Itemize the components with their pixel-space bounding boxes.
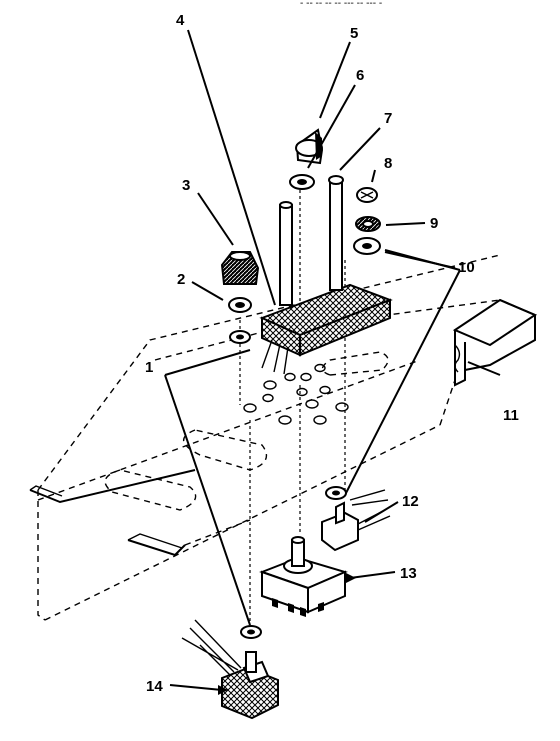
header-fragment: - -- -- -- -- --- -- --- - — [300, 0, 382, 9]
knob-part-3 — [220, 251, 260, 285]
panel-bracket-part-11 — [452, 298, 538, 387]
callout-11: 11 — [503, 407, 519, 424]
callout-4: 4 — [176, 12, 185, 29]
rotary-switch-part-13 — [259, 536, 348, 617]
switch-part-12 — [321, 486, 391, 552]
element-plate-part-4 — [259, 175, 393, 375]
washer-part-10 — [353, 237, 381, 255]
callout-3: 3 — [182, 177, 190, 194]
panel-holes — [243, 363, 349, 425]
callouts: 4 5 6 7 3 8 9 10 2 1 11 12 13 14 — [145, 12, 519, 695]
toggle-switch-part-14 — [181, 619, 279, 720]
callout-1: 1 — [145, 359, 153, 376]
guide-lines — [164, 249, 461, 626]
callout-13: 13 — [400, 565, 417, 582]
callout-6: 6 — [356, 67, 364, 84]
leader-lines — [169, 29, 501, 695]
nut-part-2 — [228, 297, 252, 344]
control-panel-outline — [29, 254, 501, 621]
callout-2: 2 — [177, 271, 185, 288]
callout-7: 7 — [384, 110, 392, 127]
knob-cap-part-5 — [295, 128, 324, 165]
callout-5: 5 — [350, 25, 358, 42]
screw-part-8 — [356, 187, 378, 203]
callout-10: 10 — [458, 259, 475, 276]
callout-14: 14 — [146, 678, 163, 695]
callout-12: 12 — [402, 493, 419, 510]
callout-8: 8 — [384, 155, 392, 172]
lock-washer-part-9 — [355, 216, 381, 232]
washer-part-6 — [289, 174, 315, 190]
callout-9: 9 — [430, 215, 438, 232]
